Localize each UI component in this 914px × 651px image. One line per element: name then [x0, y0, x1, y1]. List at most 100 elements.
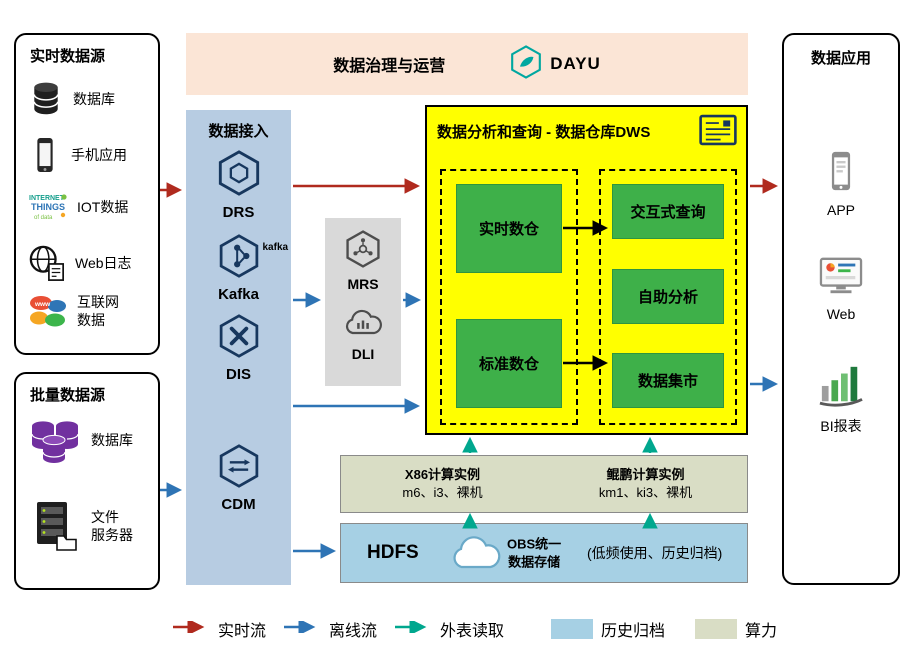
app-item-label: Web — [826, 306, 856, 322]
storage-usage-note: (低频使用、历史归档) — [587, 545, 723, 561]
source-item-label: 数据库 — [91, 431, 133, 448]
realtime-warehouse-box: 实时数仓 — [456, 184, 562, 273]
compute-engines-box: MRS DLI — [325, 218, 401, 386]
applications-title: 数据应用 — [810, 50, 871, 67]
source-item-internet-data: www 互联网 数据 — [28, 293, 119, 329]
ingestion-item-label: Kafka — [218, 286, 259, 303]
app-phone-icon — [821, 149, 861, 198]
hdfs-label: HDFS — [367, 542, 419, 563]
internet-data-icon: www — [28, 293, 68, 329]
engine-item-label: DLI — [351, 346, 375, 362]
data-ingestion-panel: 数据接入 DRS kafka Kafka DIS CDM — [186, 110, 291, 585]
cdm-hexagon-icon — [217, 444, 261, 493]
realtime-sources-title: 实时数据源 — [30, 48, 106, 65]
batch-sources-title: 批量数据源 — [30, 387, 106, 404]
legend-item-label: 离线流 — [329, 623, 378, 640]
legend-item-realtime-flow: 实时流 — [172, 612, 266, 646]
kafka-hexagon-icon: kafka — [217, 234, 288, 283]
source-item-label: Web日志 — [75, 254, 132, 271]
dis-hexagon-icon — [217, 314, 261, 363]
svg-text:INTERNET: INTERNET — [29, 195, 65, 202]
source-item-file-server: 文件 服务器 — [28, 500, 133, 552]
ingestion-item-label: CDM — [221, 496, 256, 513]
engine-item-mrs: MRS — [325, 230, 401, 292]
ingestion-item-kafka: kafka Kafka — [186, 234, 291, 303]
drs-hexagon-icon — [216, 150, 262, 201]
legend-item-label: 实时流 — [218, 623, 267, 640]
report-document-icon — [698, 113, 738, 152]
standard-warehouse-box: 标准数仓 — [456, 319, 562, 408]
app-item-web: Web — [784, 255, 898, 322]
file-server-icon — [28, 500, 82, 552]
dws-warehouse-box: 数据分析和查询 - 数据仓库DWS 实时数仓 标准数仓 交互式查询 自助分析 数… — [425, 105, 748, 435]
x86-compute-detail: m6、i3、裸机 — [402, 485, 483, 500]
x86-compute-title: X86计算实例 — [404, 467, 481, 483]
ingestion-item-cdm: CDM — [186, 444, 291, 513]
dayu-logo-text: DAYU — [550, 54, 601, 73]
engine-item-dli: DLI — [325, 308, 401, 362]
compute-instances-bar: X86计算实例 m6、i3、裸机 鲲鹏计算实例 km1、ki3、裸机 — [340, 455, 748, 513]
kunpeng-compute-group: 鲲鹏计算实例 km1、ki3、裸机 — [544, 456, 747, 512]
legend-item-history-archive: 历史归档 — [551, 612, 665, 646]
svg-text:THINGS: THINGS — [31, 202, 65, 212]
legend: 实时流 离线流 外表读取 历史归档 算力 — [0, 612, 914, 648]
bi-report-icon — [818, 363, 864, 412]
batch-sources-panel: 批量数据源 数据库 文件 服务器 — [14, 372, 160, 590]
mrs-hexagon-icon — [344, 230, 382, 273]
applications-panel: 数据应用 APP Web BI报表 — [782, 33, 900, 585]
dayu-hexagon-icon — [509, 44, 543, 84]
app-item-bi-report: BI报表 — [784, 363, 898, 436]
ingestion-item-label: DIS — [225, 366, 251, 383]
mobile-phone-icon — [28, 135, 62, 175]
legend-item-compute-power: 算力 — [695, 612, 777, 646]
storage-bar: HDFS OBS统一 数据存储 (低频使用、历史归档) — [340, 523, 748, 583]
app-item-app: APP — [784, 149, 898, 218]
x86-compute-group: X86计算实例 m6、i3、裸机 — [341, 456, 544, 512]
legend-item-offline-flow: 离线流 — [283, 612, 377, 646]
legend-item-external-read: 外表读取 — [394, 612, 504, 646]
source-item-label: 数据库 — [73, 90, 115, 107]
obs-storage-label: OBS统一 数据存储 — [507, 536, 562, 569]
legend-item-label: 历史归档 — [601, 623, 666, 640]
dayu-logo: DAYU — [509, 44, 601, 84]
data-mart-box: 数据集市 — [612, 353, 724, 408]
governance-bar: 数据治理与运营 DAYU — [186, 33, 748, 95]
self-service-analysis-box: 自助分析 — [612, 269, 724, 324]
interactive-query-box: 交互式查询 — [612, 184, 724, 239]
history-archive-swatch — [551, 619, 593, 639]
app-item-label: BI报表 — [820, 418, 862, 434]
kunpeng-compute-title: 鲲鹏计算实例 — [606, 467, 685, 483]
dli-cloud-icon — [343, 308, 383, 343]
ingestion-item-label: DRS — [222, 204, 255, 221]
governance-title: 数据治理与运营 — [333, 58, 446, 75]
obs-cloud-icon — [449, 534, 501, 579]
source-item-batch-database: 数据库 — [28, 414, 133, 466]
legend-item-label: 算力 — [745, 623, 778, 640]
data-ingestion-title: 数据接入 — [208, 123, 269, 140]
offline-flow-arrow-icon — [283, 618, 321, 638]
web-log-globe-icon — [28, 243, 66, 283]
dws-title: 数据分析和查询 - 数据仓库DWS — [437, 124, 651, 141]
kunpeng-compute-detail: km1、ki3、裸机 — [598, 485, 693, 500]
svg-text:of data: of data — [34, 215, 53, 221]
kafka-tag-label: kafka — [262, 242, 289, 253]
engine-item-label: MRS — [347, 276, 379, 292]
warehouse-group-frame — [440, 169, 578, 425]
source-item-mobile-app: 手机应用 — [28, 135, 127, 175]
compute-power-swatch — [695, 619, 737, 639]
app-item-label: APP — [826, 202, 855, 218]
services-group-frame — [599, 169, 737, 425]
source-item-label: 文件 服务器 — [91, 508, 133, 543]
database-cluster-icon — [28, 414, 82, 466]
source-item-label: 互联网 数据 — [77, 294, 119, 329]
ingestion-item-dis: DIS — [186, 314, 291, 383]
realtime-flow-arrow-icon — [172, 618, 210, 638]
source-item-label: IOT数据 — [77, 198, 129, 215]
external-read-arrow-icon — [394, 618, 432, 638]
legend-item-label: 外表读取 — [440, 623, 505, 640]
source-item-database: 数据库 — [28, 79, 115, 119]
